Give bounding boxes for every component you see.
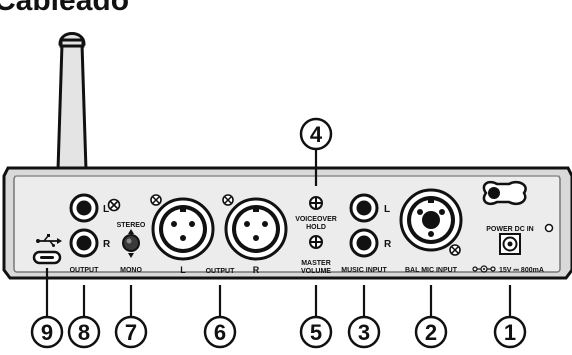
status-led <box>544 223 554 233</box>
panel-screw <box>222 194 234 206</box>
stereo-mono-switch[interactable] <box>122 234 140 252</box>
callout-6: 6 <box>203 315 237 349</box>
svg-text:9: 9 <box>41 320 53 345</box>
svg-text:2: 2 <box>425 320 437 345</box>
mono-label: MONO <box>120 267 142 274</box>
callout-4: 4 <box>299 117 333 151</box>
svg-text:7: 7 <box>125 320 137 345</box>
xlr-output-r[interactable] <box>224 197 288 261</box>
svg-text:8: 8 <box>78 320 90 345</box>
usb-icon <box>36 234 62 247</box>
dc-polarity-icon <box>472 265 496 273</box>
xlr-output-label: OUTPUT <box>206 268 236 275</box>
master-volume-label-line1: MASTER <box>301 260 331 267</box>
callout-8: 8 <box>67 315 101 349</box>
xlr-r-label: R <box>253 265 260 275</box>
mono-arrow-icon <box>128 253 134 258</box>
heading-fragment: Cableado <box>0 0 129 17</box>
power-dc-jack[interactable] <box>499 233 521 255</box>
output-jack-l[interactable] <box>69 193 99 223</box>
svg-text:4: 4 <box>310 122 323 147</box>
svg-text:3: 3 <box>358 320 370 345</box>
svg-text:1: 1 <box>504 320 516 345</box>
voiceover-hold-label-line2: HOLD <box>306 224 326 231</box>
music-jack-l-label: L <box>384 204 390 215</box>
master-volume-label-line2: VOLUME <box>301 268 331 275</box>
music-input-label: MUSIC INPUT <box>341 267 387 274</box>
output-jack-r-label: R <box>103 239 111 250</box>
power-dc-in-label: POWER DC IN <box>486 226 533 233</box>
callout-7: 7 <box>114 315 148 349</box>
callout-1: 1 <box>493 315 527 349</box>
bal-mic-input[interactable] <box>399 188 463 252</box>
power-spec-label: 15V ⎓ 800mA <box>499 267 544 274</box>
antenna <box>56 32 88 172</box>
output-label: OUTPUT <box>70 267 100 274</box>
bal-mic-input-label: BAL MIC INPUT <box>405 267 458 274</box>
callout-3: 3 <box>347 315 381 349</box>
xlr-output-l[interactable] <box>151 197 215 261</box>
xlr-l-label: L <box>180 265 186 275</box>
voiceover-hold-control[interactable] <box>309 196 323 210</box>
stereo-arrow-icon <box>128 229 134 234</box>
svg-text:6: 6 <box>214 320 226 345</box>
callout-5: 5 <box>299 315 333 349</box>
callout-2: 2 <box>414 315 448 349</box>
music-jack-r-label: R <box>384 239 392 250</box>
svg-text:5: 5 <box>310 320 322 345</box>
panel-screw <box>107 198 121 212</box>
voiceover-hold-label-line1: VOICEOVER <box>295 216 337 223</box>
music-input-jack-l[interactable] <box>349 193 379 223</box>
panel-screw <box>449 244 461 256</box>
music-input-jack-r[interactable] <box>349 228 379 258</box>
usb-c-port[interactable] <box>32 250 62 265</box>
callout-leaders <box>45 150 512 318</box>
master-volume-control[interactable] <box>309 235 323 249</box>
output-jack-r[interactable] <box>69 228 99 258</box>
stereo-label: STEREO <box>117 222 146 229</box>
output-jack-l-label: L <box>103 204 109 215</box>
panel-screw <box>150 194 162 206</box>
cable-strain-relief-hook <box>482 180 527 206</box>
callout-9: 9 <box>30 315 64 349</box>
